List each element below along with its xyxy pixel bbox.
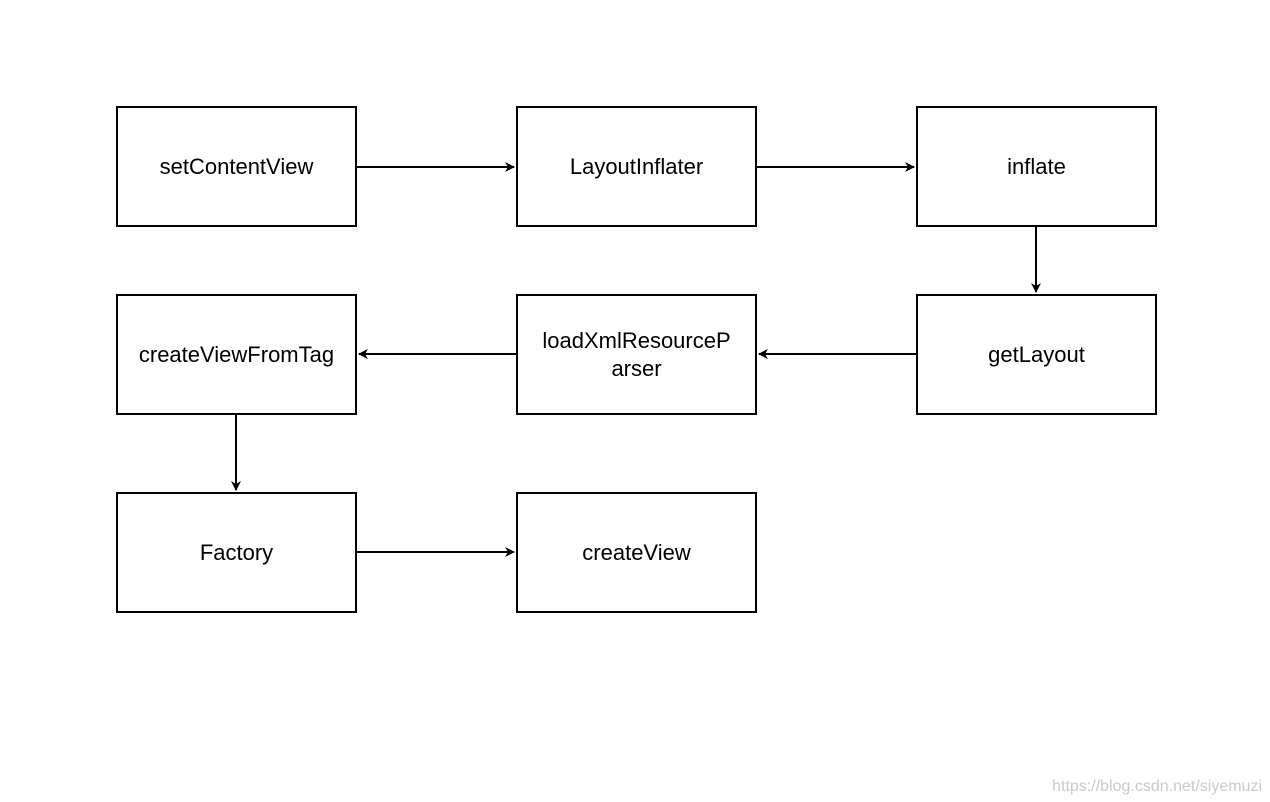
- node-label: getLayout: [988, 341, 1085, 367]
- node-createview: createView: [516, 492, 757, 613]
- node-label: createView: [582, 539, 691, 565]
- node-label: inflate: [1007, 153, 1066, 179]
- node-factory: Factory: [116, 492, 357, 613]
- node-getlayout: getLayout: [916, 294, 1157, 415]
- node-loadxmlresourceparser: loadXmlResourceParser: [516, 294, 757, 415]
- node-createviewfromtag: createViewFromTag: [116, 294, 357, 415]
- node-label: LayoutInflater: [569, 153, 704, 179]
- node-label: loadXmlResourceParser: [542, 327, 731, 381]
- watermark-url: https://blog.csdn.net/siyemuzi: [1052, 778, 1262, 795]
- node-inflate: inflate: [916, 106, 1157, 227]
- node-setcontentview: setContentView: [116, 106, 357, 227]
- node-label: createViewFromTag: [138, 341, 335, 367]
- node-layoutinflater: LayoutInflater: [516, 106, 757, 227]
- node-label: Factory: [199, 539, 274, 565]
- node-label: setContentView: [159, 153, 314, 179]
